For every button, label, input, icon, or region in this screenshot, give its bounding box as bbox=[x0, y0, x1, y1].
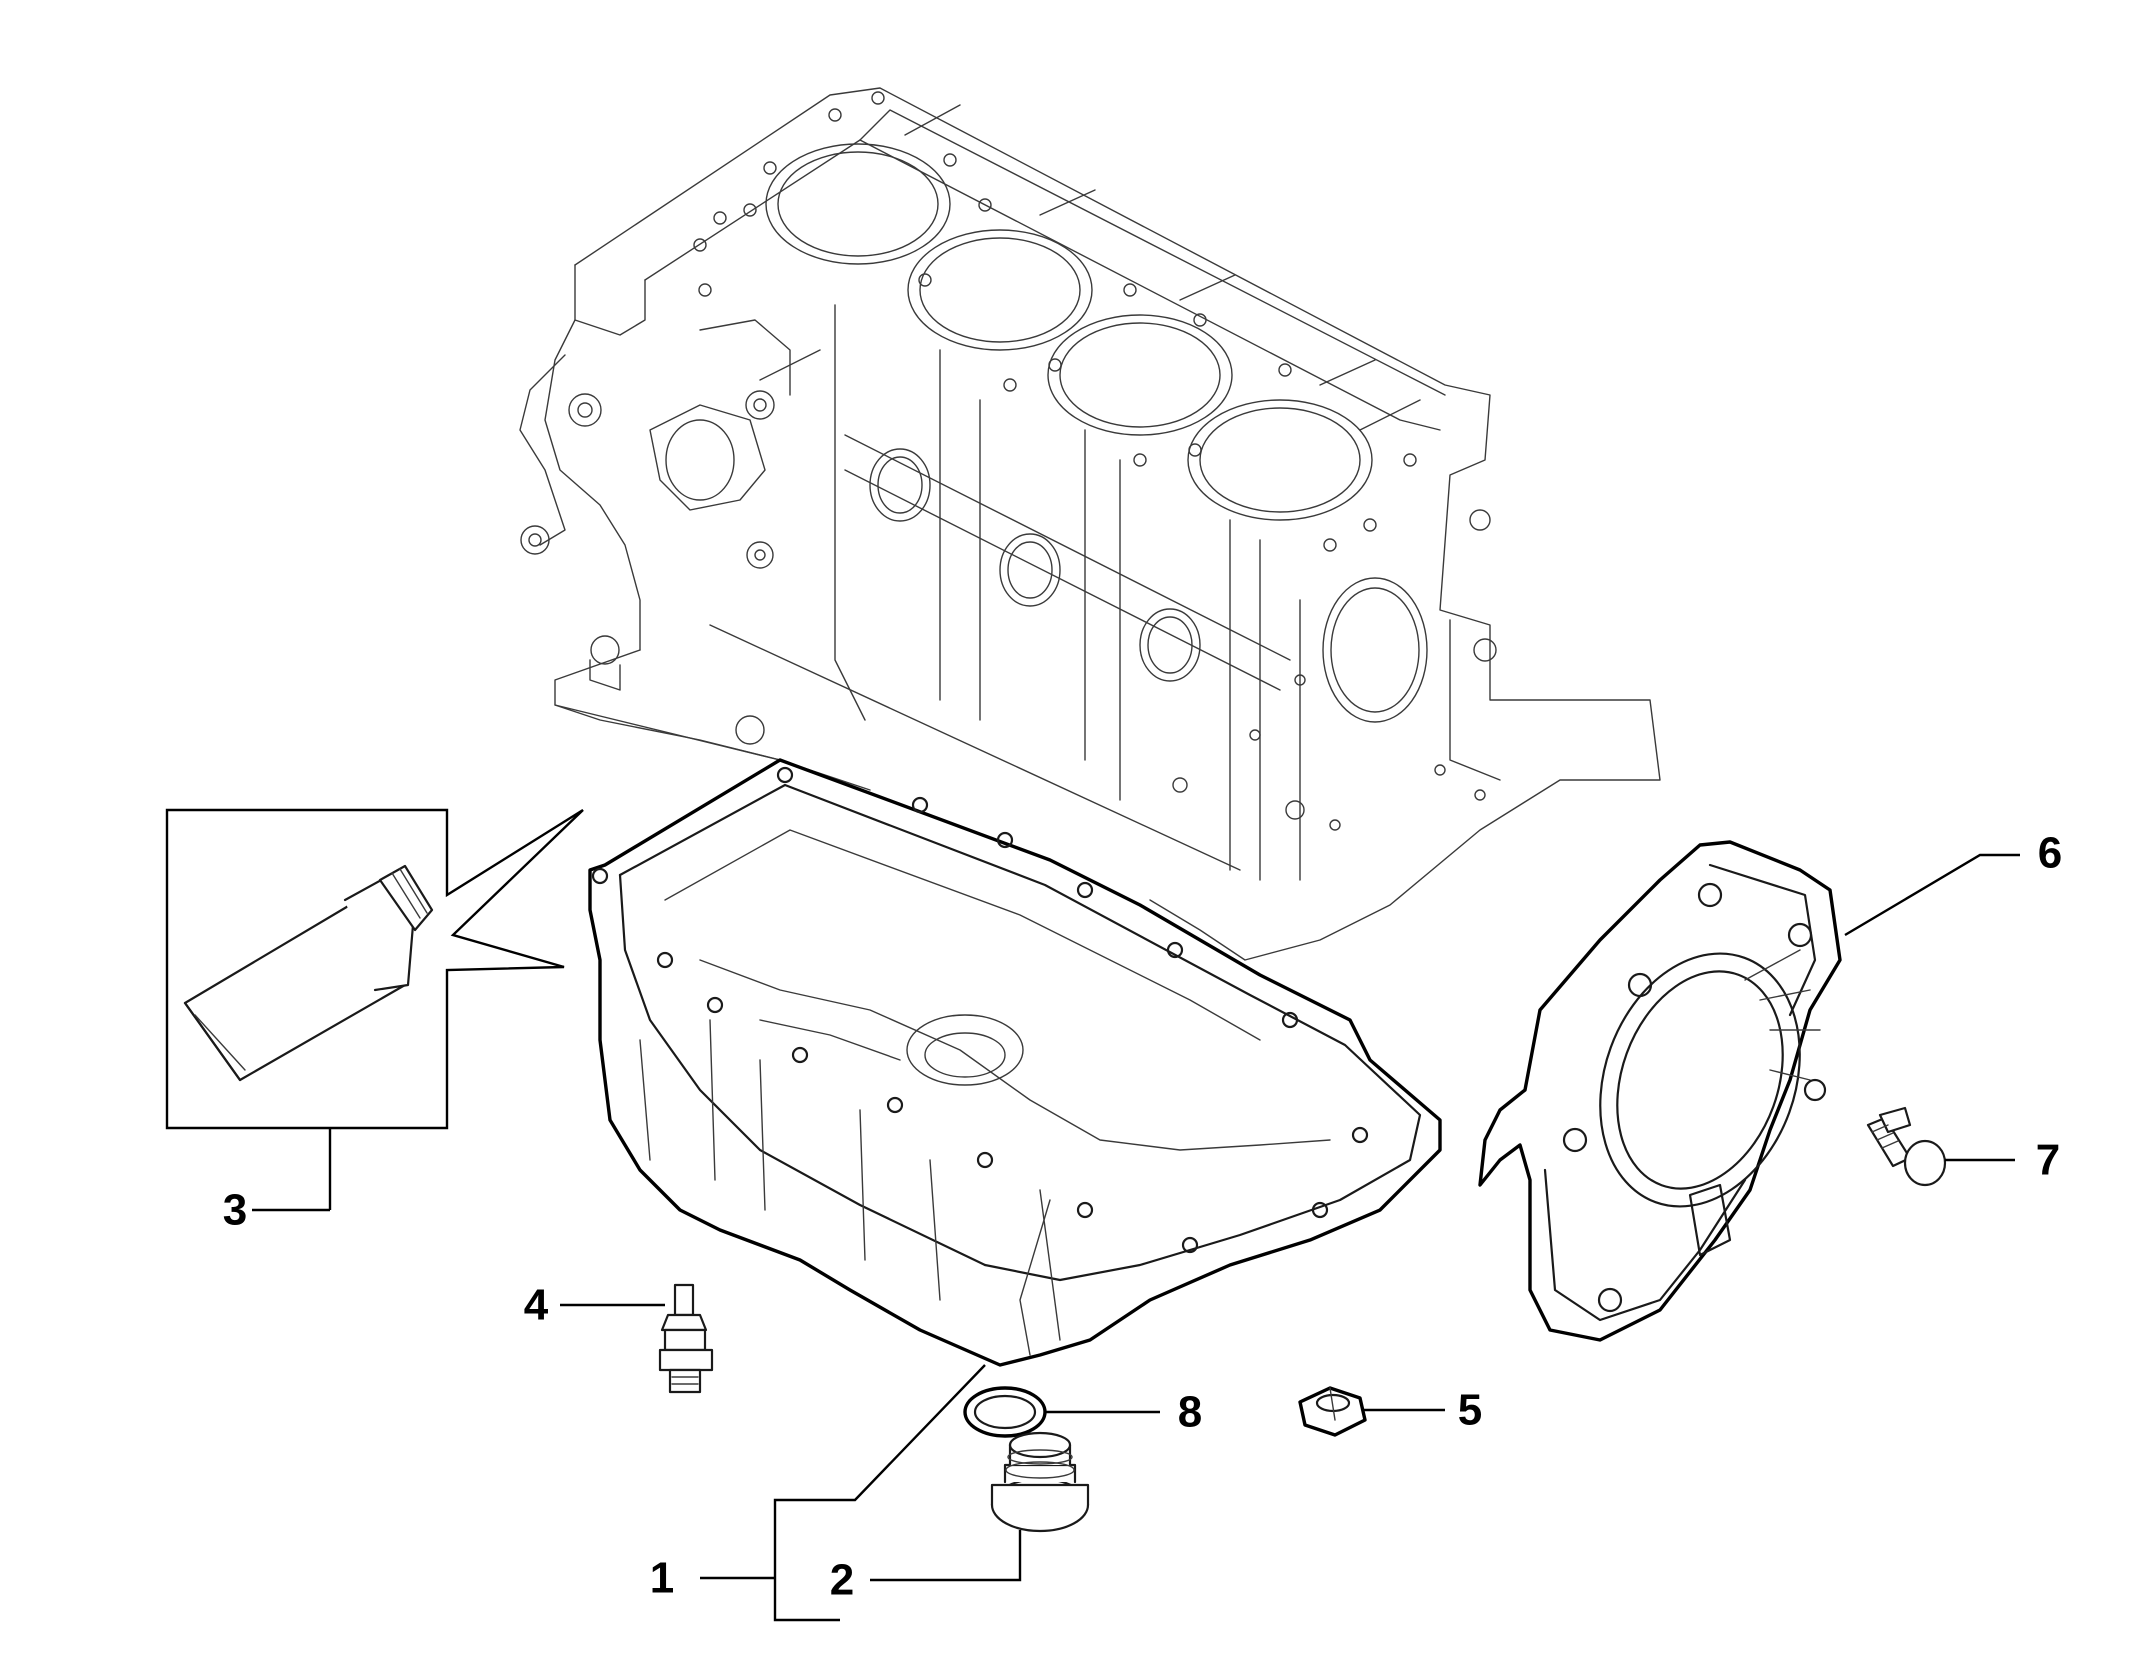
oil-pan bbox=[588, 758, 1442, 1367]
drain-plug-icon bbox=[990, 1431, 1090, 1533]
stud-icon bbox=[658, 1283, 714, 1394]
callout-5: 5 bbox=[1458, 1386, 1482, 1435]
callout-4: 4 bbox=[524, 1281, 549, 1330]
engine-block bbox=[519, 87, 1661, 961]
callout-3: 3 bbox=[223, 1186, 247, 1235]
washer-icon bbox=[963, 1386, 1047, 1438]
callout-8: 8 bbox=[1178, 1388, 1202, 1437]
callout-6: 6 bbox=[2038, 829, 2062, 878]
callout-7: 7 bbox=[2036, 1136, 2060, 1185]
sealant-tube-box bbox=[165, 808, 584, 1212]
hex-nut-icon bbox=[1298, 1386, 1367, 1437]
callout-1: 1 bbox=[650, 1554, 674, 1603]
rear-seal-cover bbox=[1478, 840, 1842, 1342]
callout-2: 2 bbox=[830, 1556, 854, 1605]
callouts: 1 2 3 4 5 6 7 8 bbox=[223, 829, 2062, 1605]
sealant-tube-icon bbox=[183, 864, 434, 1082]
bolt-icon bbox=[1866, 1106, 1947, 1187]
